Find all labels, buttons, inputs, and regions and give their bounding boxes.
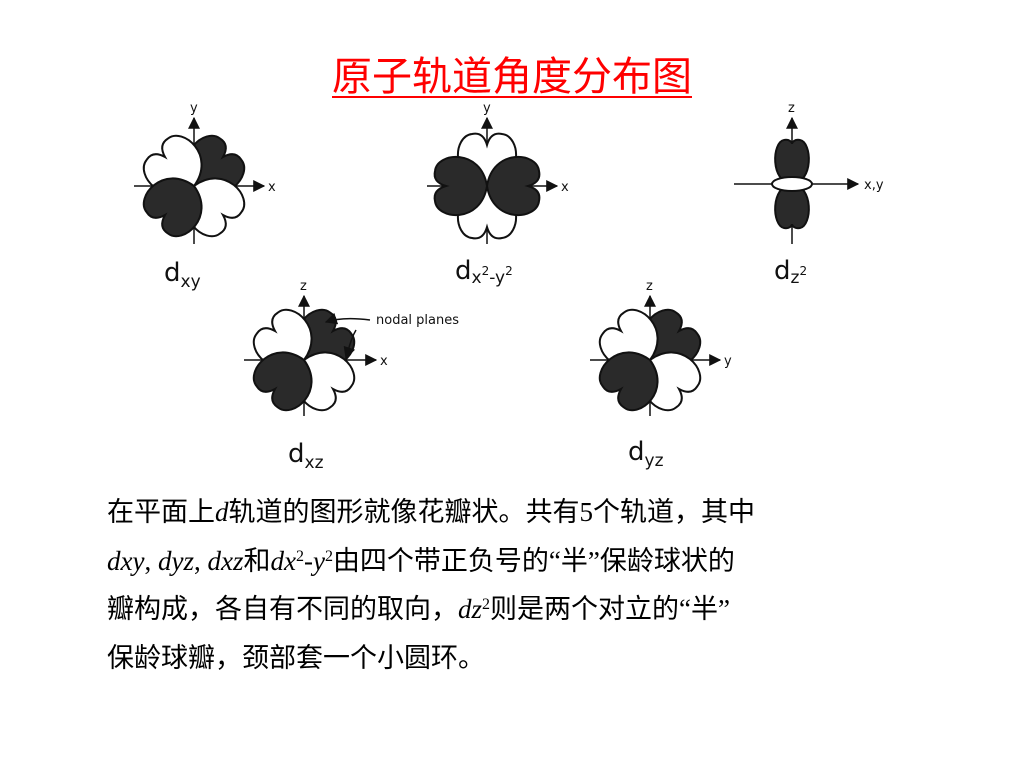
text-fragment: , [193,545,208,576]
text-fragment: d [774,256,791,286]
axis-label-v: y [190,101,198,116]
description-line-4: 保龄球瓣，颈部套一个小圆环。 [107,642,485,673]
text-fragment: 2 [295,547,304,565]
text-fragment: 2 [324,547,333,565]
orbital-label: dz2 [774,256,807,288]
text-fragment: xz [305,453,324,473]
text-fragment: yz [645,451,664,471]
text-fragment: 则是两个对立的“半” [490,594,730,624]
orbital-label: dx2-y2 [455,256,513,288]
text-fragment: 2 [482,596,491,613]
orbital-dxz: x z nodal planes dxz [244,279,459,473]
text-fragment: - [303,545,313,576]
axis-label-v: y [483,101,491,116]
orbital-dyz: y z dyz [590,279,732,471]
text-fragment: dx [270,545,296,576]
orbital-label: dxz [288,439,324,473]
orbital-dxy: x y dxy [134,101,276,292]
description-line-3: 瓣构成，各自有不同的取向，dz2则是两个对立的“半” [107,585,947,634]
orbital-label: dyz [628,437,664,471]
text-fragment: d [215,497,229,527]
text-fragment: , [144,545,158,576]
description-line-1: 在平面上d轨道的图形就像花瓣状。共有5个轨道，其中 [107,488,947,537]
text-fragment: 由四个带正负号的“半”保龄球状的 [332,545,735,576]
axis-label-h: x [561,180,569,195]
text-fragment: 在平面上 [107,497,215,527]
nodal-planes-annotation: nodal planes [376,313,459,328]
axis-label-h: x,y [864,178,884,193]
axis-label-h: y [724,354,732,369]
text-fragment: 2 [482,264,490,278]
orbital-dx2-y2: x y dx2-y2 [427,101,569,288]
text-fragment: dz [458,594,483,624]
text-fragment: x [472,268,482,288]
page-title: 原子轨道角度分布图 [332,54,692,100]
orbital-label: dxy [164,258,201,292]
text-fragment: d [164,258,181,288]
text-fragment: d [455,256,472,286]
text-fragment: 和 [243,545,271,576]
text-fragment: xy [181,272,201,292]
text-fragment: d [288,439,305,469]
orbital-dz2: x,y z dz2 [734,101,884,288]
text-fragment: 2 [799,264,807,278]
text-fragment: 瓣构成，各自有不同的取向， [107,594,458,624]
text-fragment: z [791,268,800,288]
text-fragment: dyz [157,545,194,576]
text-fragment: dxz [207,545,244,576]
text-fragment: d [628,437,645,467]
description: 在平面上d轨道的图形就像花瓣状。共有5个轨道，其中 dxy, dyz, dxz和… [107,488,947,682]
description-line-2: dxy, dyz, dxz和dx2-y2由四个带正负号的“半”保龄球状的 [107,537,947,586]
text-fragment: y [312,545,325,576]
text-fragment: dxy [107,545,145,576]
axis-label-v: z [788,101,795,116]
text-fragment: 轨道的图形就像花瓣状。共有5个轨道，其中 [228,497,756,527]
axis-label-v: z [300,279,307,294]
text-fragment: -y [489,268,505,288]
text-fragment: 2 [505,264,513,278]
axis-label-v: z [646,279,653,294]
axis-label-h: x [380,354,388,369]
axis-label-h: x [268,180,276,195]
